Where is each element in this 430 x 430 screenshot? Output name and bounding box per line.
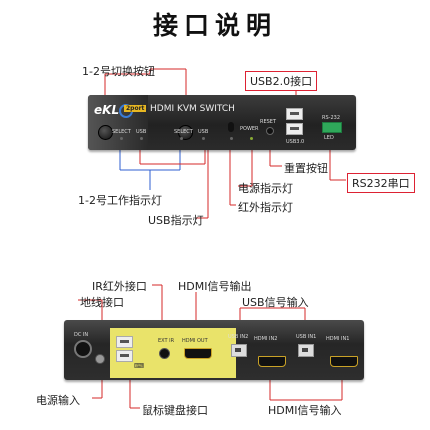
reset-label: RESET <box>260 119 277 125</box>
callout-usb-led: USB指示灯 <box>148 214 204 227</box>
ir-port[interactable] <box>159 348 170 359</box>
ground-screw[interactable] <box>95 354 105 364</box>
usb-led-1 <box>140 137 143 140</box>
page-title: 接口说明 <box>152 11 277 40</box>
dcin-jack[interactable] <box>74 340 92 358</box>
hdmi-out-label: HDMI OUT <box>182 338 208 344</box>
callout-kb-mouse: 鼠标键盘接口 <box>142 404 208 417</box>
rs232-sub-label: LED <box>324 135 334 141</box>
callout-ir-port: IR红外接口 <box>92 280 147 293</box>
usb-label-1: USB <box>136 129 147 135</box>
dcin-label: DC IN <box>74 332 89 338</box>
hdmi-in1-port[interactable] <box>330 356 358 367</box>
work-led-2 <box>180 137 183 140</box>
callout-switch-buttons: 1-2号切换按钮 <box>82 65 155 78</box>
rear-panel: DC IN ⌨ EXT IR HDMI OUT USB IN2 HDMI IN2… <box>64 320 364 380</box>
usb-in1-label: USB IN1 <box>296 334 317 340</box>
kb-mouse-port-1[interactable] <box>116 336 133 348</box>
switch-button-2[interactable] <box>178 125 193 140</box>
usb-label-2: USB <box>198 129 209 135</box>
callout-usb-in: USB信号输入 <box>242 296 309 309</box>
callout-reset-button: 重置按钮 <box>284 162 328 175</box>
usb-led-2 <box>202 137 205 140</box>
kb-mouse-port-2[interactable] <box>116 350 133 362</box>
usb-in1-port[interactable] <box>298 344 314 357</box>
callout-power-led: 电源指示灯 <box>238 182 293 195</box>
hdmi-in2-label: HDMI IN2 <box>254 336 278 342</box>
usb20-port-1[interactable] <box>286 108 303 120</box>
callout-hdmi-in: HDMI信号输入 <box>268 404 342 417</box>
switch-button-1[interactable] <box>98 125 113 140</box>
power-led <box>250 137 253 140</box>
reset-button[interactable] <box>266 127 274 135</box>
rs232-terminal[interactable] <box>322 122 342 133</box>
power-label: POWER <box>240 126 259 132</box>
front-panel: eKL 2port HDMI KVM SWITCH SELECT USB SEL… <box>88 95 356 150</box>
callout-usb20-port: USB2.0接口 <box>245 71 318 91</box>
front-panel-bevel <box>88 95 148 150</box>
callout-power-in: 电源输入 <box>36 394 80 407</box>
kb-mouse-icon: ⌨ <box>134 362 145 370</box>
usb-in2-port[interactable] <box>231 344 247 357</box>
select-label-1: SELECT <box>112 129 131 135</box>
hdmi-in1-label: HDMI IN1 <box>326 336 350 342</box>
hdmi-out-port[interactable] <box>184 348 212 359</box>
work-led-1 <box>120 137 123 140</box>
ir-led <box>230 137 233 140</box>
usb20-port-2[interactable] <box>286 123 303 135</box>
model-badge: 2port <box>124 105 147 112</box>
ir-receiver-window <box>228 122 234 132</box>
usb3-label: USB3.0 <box>286 139 305 145</box>
ir-port-label: EXT IR <box>158 338 175 344</box>
usb-in2-label: USB IN2 <box>228 334 249 340</box>
select-label-2: SELECT <box>174 129 193 135</box>
brand-logo: eKL <box>94 103 120 117</box>
rs232-label: RS-232 <box>322 115 340 121</box>
model-name: HDMI KVM SWITCH <box>150 104 235 114</box>
hdmi-in2-port[interactable] <box>258 356 286 367</box>
callout-work-leds: 1-2号工作指示灯 <box>78 194 162 207</box>
callout-rs232-port: RS232串口 <box>347 173 415 193</box>
callout-ir-led: 红外指示灯 <box>238 201 293 214</box>
callout-ground: 地线接口 <box>80 296 124 309</box>
callout-hdmi-out: HDMI信号输出 <box>178 280 252 293</box>
